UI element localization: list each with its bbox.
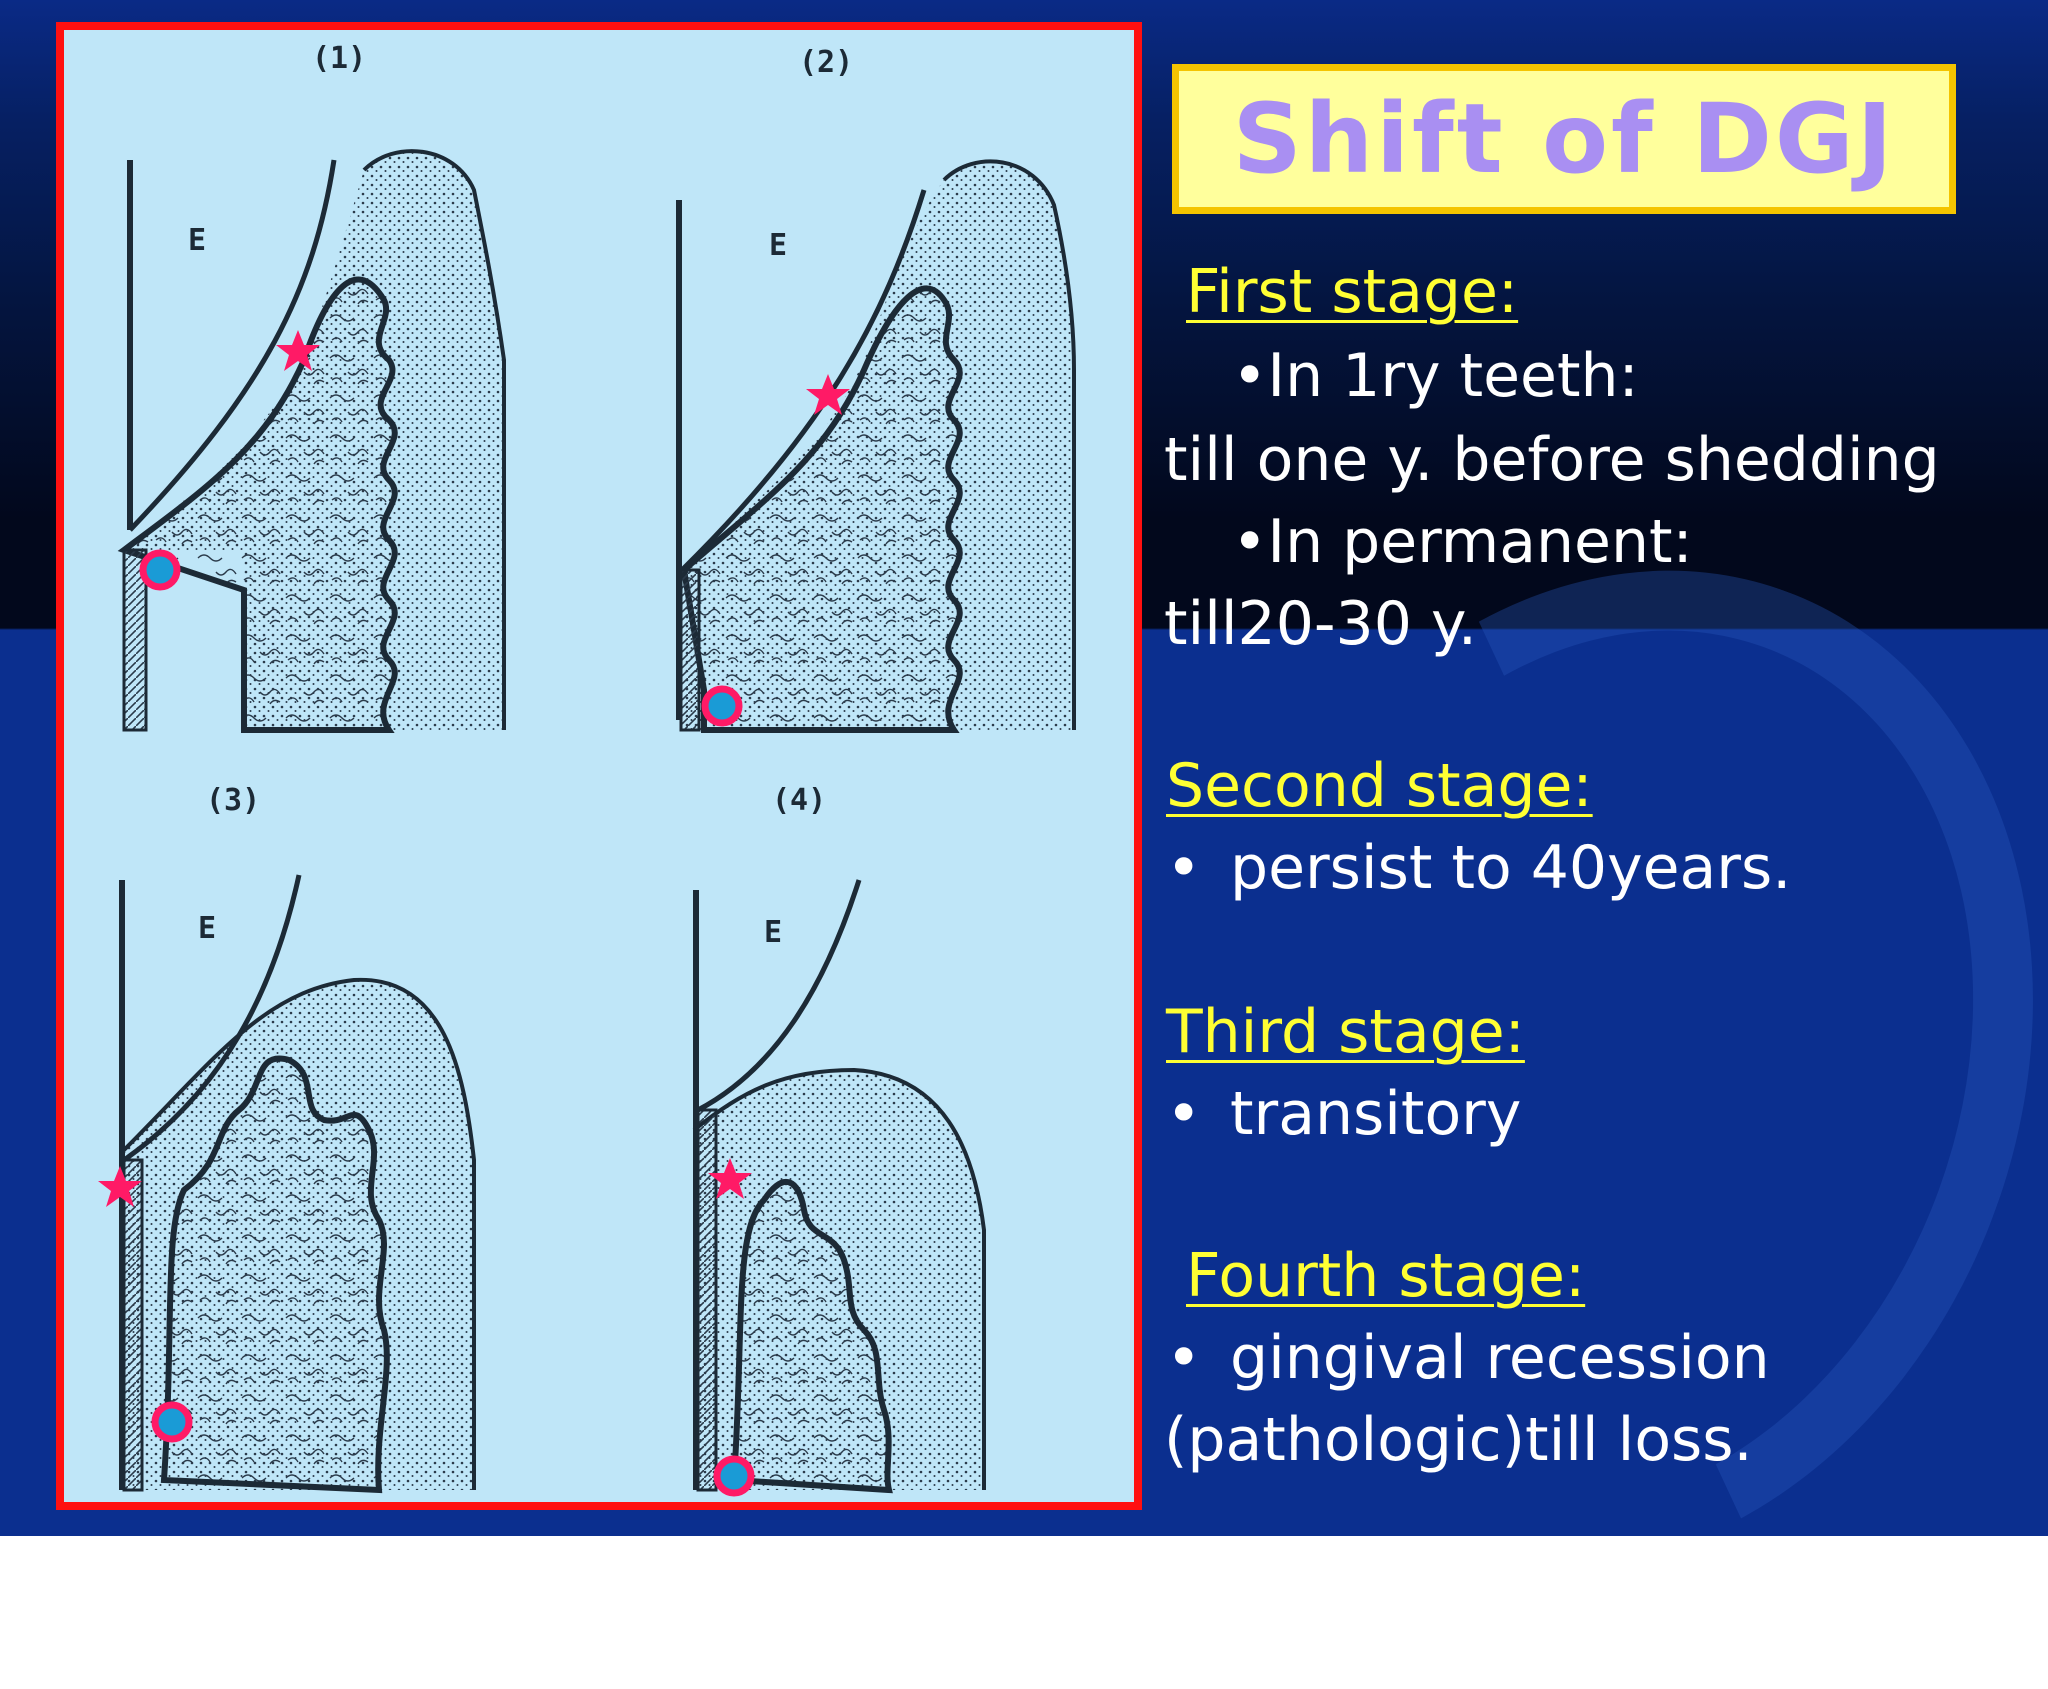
fourth-stage-line-2: (pathologic)till loss. <box>1164 1405 1753 1475</box>
second-stage-item: •persist to 40years. <box>1166 838 1791 898</box>
panel-3-label: E <box>198 911 216 946</box>
first-stage-line-4: till20-30 y. <box>1164 589 1477 659</box>
panel-4-number: (4) <box>772 783 826 818</box>
circle-marker-icon <box>717 1459 751 1493</box>
second-stage-heading: Second stage: <box>1166 751 1593 821</box>
panel-4-label: E <box>764 915 782 950</box>
title-box: Shift of DGJ <box>1172 64 1956 214</box>
dgj-diagram: (1) (2) (3) (4) E E <box>98 41 1076 1502</box>
second-stage-text: persist to 40years. <box>1230 833 1792 903</box>
bullet: • <box>1166 1323 1202 1393</box>
circle-marker-icon <box>143 553 177 587</box>
fourth-stage-text: gingival recession <box>1230 1323 1770 1393</box>
third-stage-item: •transitory <box>1166 1084 1521 1144</box>
third-stage-text: transitory <box>1230 1079 1522 1149</box>
figure-frame: (1) (2) (3) (4) E E <box>56 22 1142 1510</box>
first-stage-line-2: till one y. before shedding <box>1164 425 1940 495</box>
circle-marker-icon <box>705 689 739 723</box>
panel-1-drawing: E <box>117 149 506 733</box>
panel-3-drawing: E <box>98 874 476 1494</box>
first-stage-heading: First stage: <box>1186 257 1519 327</box>
panel-1-label: E <box>188 223 206 258</box>
slide-title: Shift of DGJ <box>1232 83 1896 195</box>
panel-2-number: (2) <box>799 45 853 80</box>
panel-2-drawing: E <box>676 159 1076 733</box>
circle-marker-icon <box>155 1405 189 1439</box>
panel-3-number: (3) <box>206 783 260 818</box>
bullet: • <box>1166 833 1202 903</box>
panel-4-drawing: E <box>692 879 986 1493</box>
fourth-stage-heading: Fourth stage: <box>1186 1241 1586 1311</box>
third-stage-heading: Third stage: <box>1166 997 1525 1067</box>
panel-2-label: E <box>769 228 787 263</box>
bullet: • <box>1166 1079 1202 1149</box>
fourth-stage-item: •gingival recession <box>1166 1328 1770 1388</box>
panel-1-number: (1) <box>312 41 366 76</box>
first-stage-line-1: •In 1ry teeth: <box>1232 341 1639 411</box>
first-stage-line-3: •In permanent: <box>1232 507 1693 577</box>
